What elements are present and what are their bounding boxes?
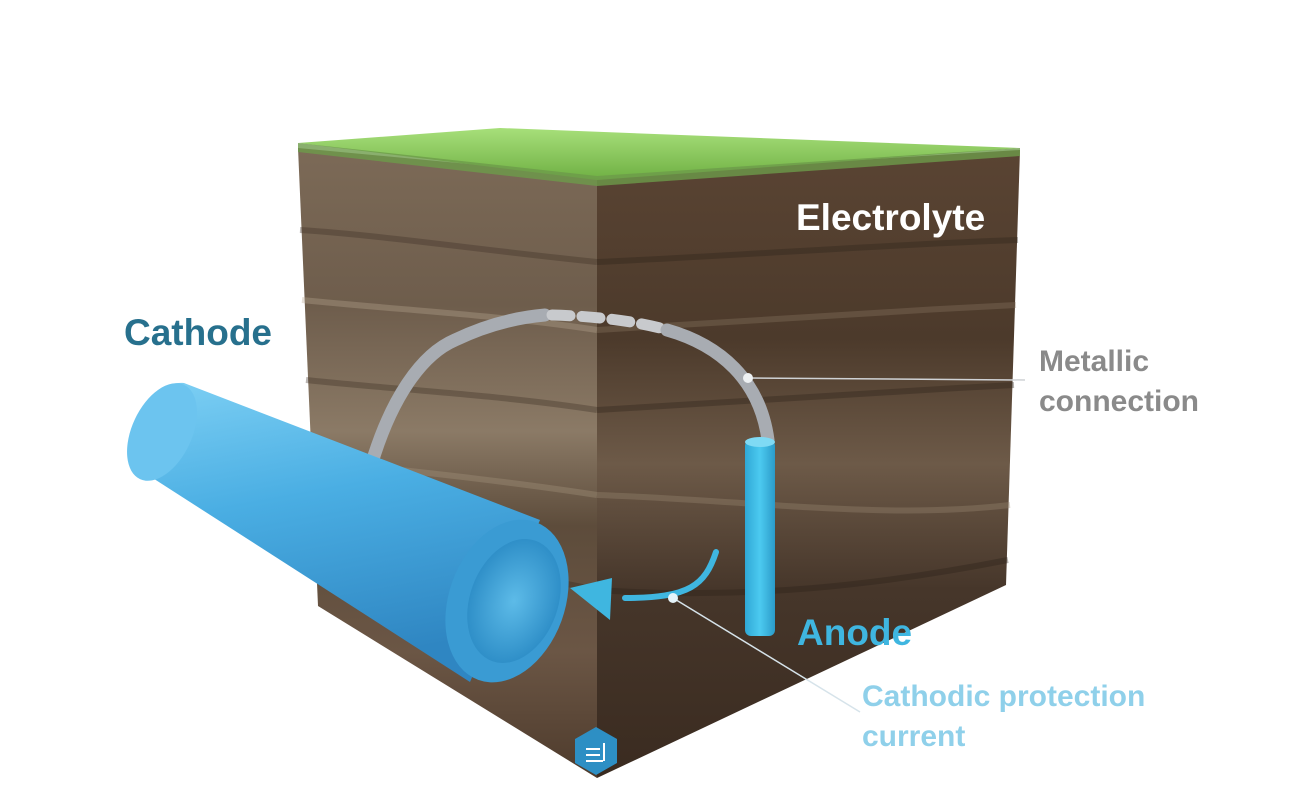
- current-leader-dot: [668, 593, 678, 603]
- metallic-connection-line2: connection: [1039, 385, 1200, 418]
- cpc-line1: Cathodic protection: [862, 680, 1146, 713]
- cpc-line2: current: [862, 720, 966, 753]
- electrolyte-label: Electrolyte: [796, 197, 986, 238]
- metallic-leader-dot: [743, 373, 753, 383]
- metallic-connection-wire: [367, 308, 775, 463]
- leader-lines: [668, 373, 1026, 713]
- pipe-end-inner: [467, 539, 561, 663]
- soil-cube: [298, 128, 1020, 778]
- grass-edge: [298, 143, 1020, 186]
- cathode-label: Cathode: [124, 312, 272, 353]
- cathodic-protection-current-label: Cathodic protection current: [862, 677, 1145, 757]
- metallic-connection-line1: Metallic: [1039, 345, 1150, 378]
- soil-strata: [299, 227, 1019, 597]
- anode-rod: [745, 437, 775, 636]
- hexagon-logo-icon[interactable]: [573, 725, 619, 777]
- current-arrow: [570, 549, 719, 620]
- grass-top: [298, 128, 1020, 180]
- pipe-cathode: [127, 382, 569, 683]
- soil-side-face: [597, 150, 1020, 778]
- metallic-connection-label: Metallic connection: [1039, 342, 1199, 422]
- anode-label: Anode: [797, 612, 913, 653]
